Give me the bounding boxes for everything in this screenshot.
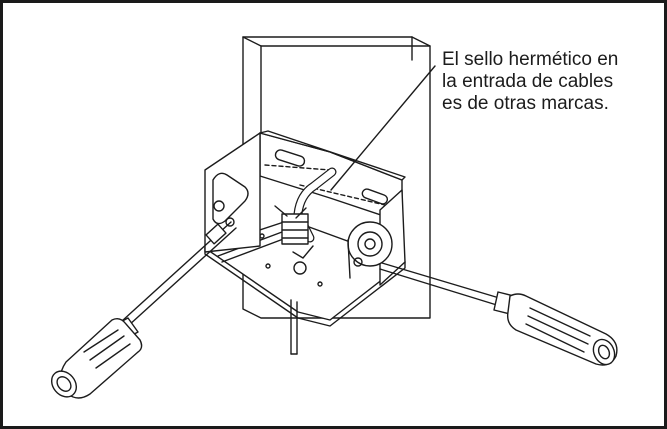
callout-line-3: es de otras marcas.: [442, 93, 609, 114]
callout-line-2: la entrada de cables: [442, 71, 614, 92]
callout-line-1: El sello hermético en: [442, 49, 619, 70]
callout-text: El sello hermético en la entrada de cabl…: [442, 49, 662, 115]
callout-leader-line: [330, 65, 436, 191]
screwdriver-icon: [50, 221, 237, 399]
screwdriver-icon-right: [379, 262, 618, 366]
cable-gland-icon: [274, 167, 337, 275]
